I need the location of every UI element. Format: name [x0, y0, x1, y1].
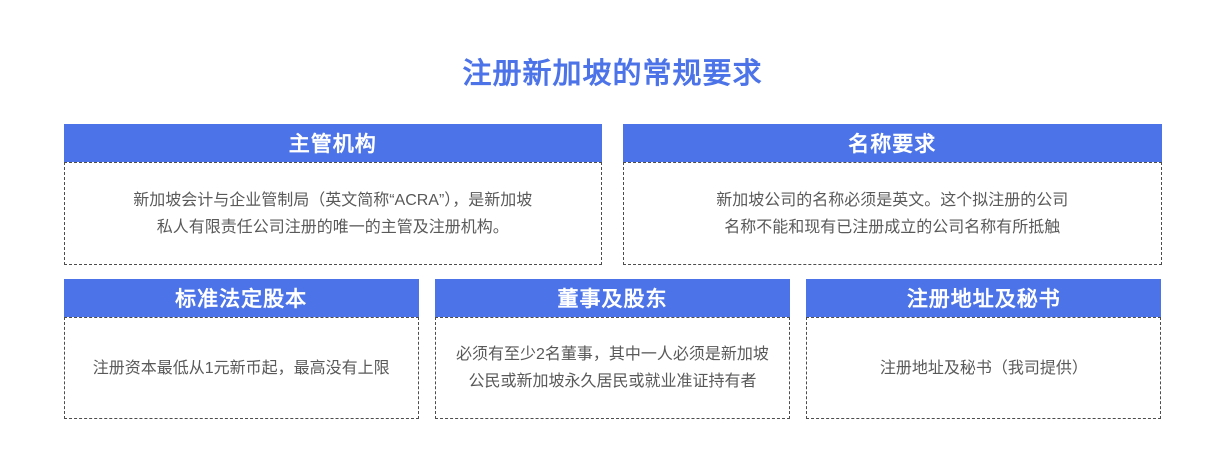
card-address-secretary-body: 注册地址及秘书（我司提供） [806, 317, 1162, 419]
card-directors-shareholders: 董事及股东 必须有至少2名董事，其中一人必须是新加坡 公民或新加坡永久居民或就业… [434, 279, 791, 419]
infographic-content: 注册新加坡的常规要求 主管机构 新加坡会计与企业管制局（英文简称“ACRA”），… [63, 50, 1162, 419]
page-title: 注册新加坡的常规要求 [462, 58, 763, 90]
card-address-secretary: 注册地址及秘书 注册地址及秘书（我司提供） [806, 279, 1162, 419]
card-authority: 主管机构 新加坡会计与企业管制局（英文简称“ACRA”），是新加坡 私人有限责任… [63, 124, 602, 265]
card-directors-shareholders-title: 董事及股东 [434, 279, 791, 317]
card-share-capital: 标准法定股本 注册资本最低从1元新币起，最高没有上限 [63, 279, 419, 419]
card-share-capital-body: 注册资本最低从1元新币起，最高没有上限 [63, 317, 419, 419]
card-authority-title: 主管机构 [63, 124, 602, 162]
card-authority-body: 新加坡会计与企业管制局（英文简称“ACRA”），是新加坡 私人有限责任公司注册的… [63, 162, 602, 265]
card-address-secretary-title: 注册地址及秘书 [806, 279, 1162, 317]
card-share-capital-title: 标准法定股本 [63, 279, 419, 317]
card-row-bottom: 标准法定股本 注册资本最低从1元新币起，最高没有上限 董事及股东 必须有至少2名… [63, 279, 1162, 419]
card-name-requirement: 名称要求 新加坡公司的名称必须是英文。这个拟注册的公司 名称不能和现有已注册成立… [623, 124, 1162, 265]
card-name-requirement-title: 名称要求 [623, 124, 1162, 162]
card-row-top: 主管机构 新加坡会计与企业管制局（英文简称“ACRA”），是新加坡 私人有限责任… [63, 124, 1162, 265]
card-name-requirement-body: 新加坡公司的名称必须是英文。这个拟注册的公司 名称不能和现有已注册成立的公司名称… [623, 162, 1162, 265]
card-directors-shareholders-body: 必须有至少2名董事，其中一人必须是新加坡 公民或新加坡永久居民或就业准证持有者 [434, 317, 791, 419]
